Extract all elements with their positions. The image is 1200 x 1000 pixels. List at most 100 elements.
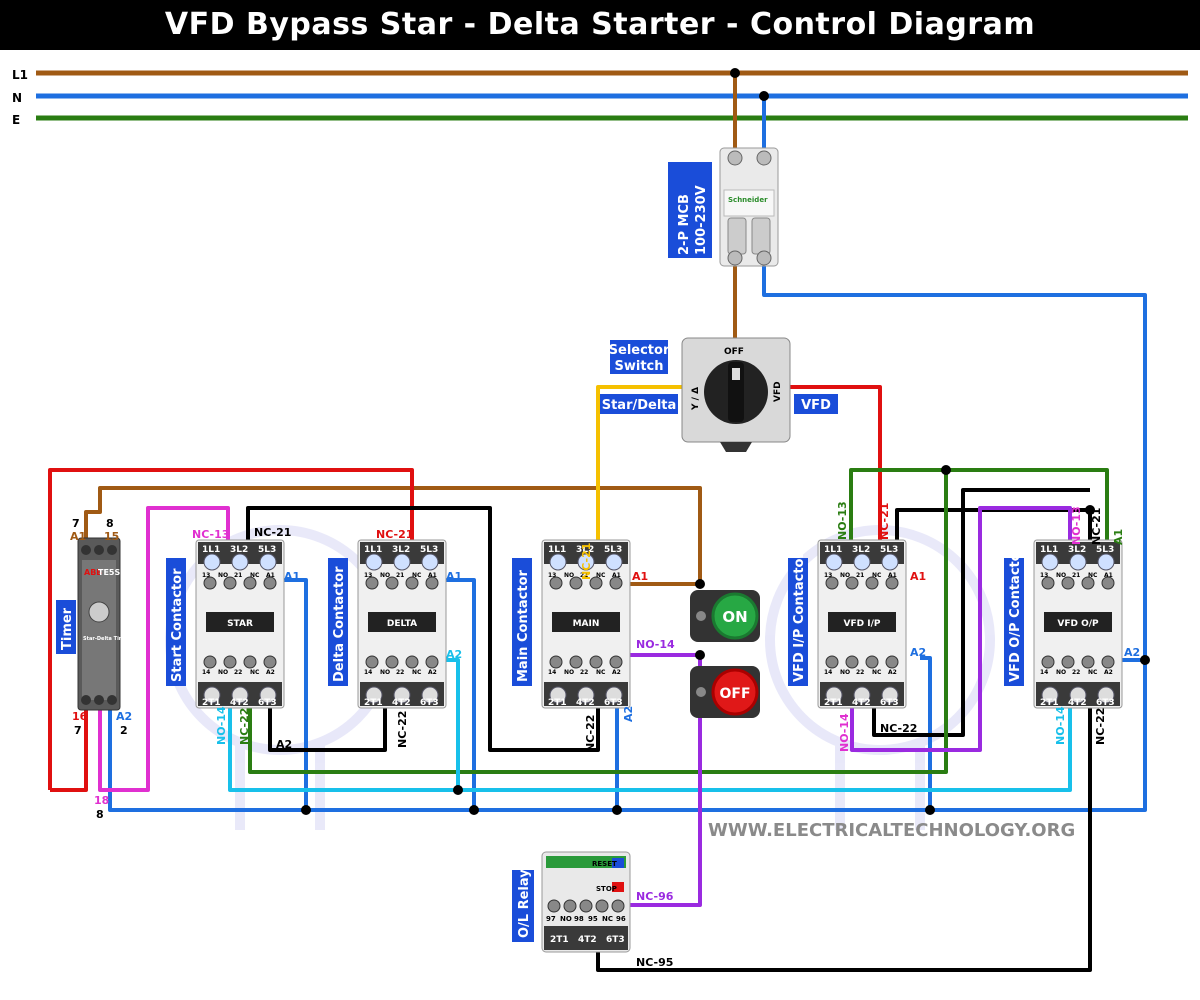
star-a1-label: A1 bbox=[284, 570, 300, 583]
aux-top-label: 21 bbox=[396, 572, 404, 579]
off-push-button[interactable]: OFF bbox=[690, 666, 760, 718]
aux-bottom-label: 22 bbox=[1072, 669, 1080, 676]
on-button-label: ON bbox=[722, 608, 747, 626]
terminal-top-label: 3L2 bbox=[392, 545, 410, 555]
delta-a1-label: A1 bbox=[446, 570, 462, 583]
aux-top-label: NC bbox=[250, 572, 260, 579]
vfdip-no13-label: NO-13 bbox=[836, 501, 849, 540]
aux-bottom-label: A2 bbox=[888, 669, 897, 676]
terminal-bottom-label: 2T1 bbox=[548, 698, 567, 708]
timer-caption: Star-Delta Timer bbox=[83, 636, 130, 642]
terminal-bottom-label: 2T1 bbox=[202, 698, 221, 708]
contactor-tag: VFD I/P Contactor bbox=[792, 552, 807, 682]
vfdip-no14-label: NO-14 bbox=[838, 713, 851, 752]
aux-bottom-label: A2 bbox=[266, 669, 275, 676]
terminal-bottom-label: 4T2 bbox=[1068, 698, 1087, 708]
relay-reset-label: RESET bbox=[592, 860, 617, 868]
aux-bottom-label: NC bbox=[1088, 669, 1098, 676]
line-label-e: E bbox=[12, 113, 20, 127]
timer-model: TE5S bbox=[98, 568, 120, 577]
timer-term-16: 16 bbox=[72, 710, 88, 723]
aux-top-label: NO bbox=[1056, 572, 1066, 579]
terminal-bottom-label: 2T1 bbox=[824, 698, 843, 708]
line-label-n: N bbox=[12, 91, 22, 105]
relay-terminal-label: 98 bbox=[574, 915, 584, 923]
terminal-top-label: 3L2 bbox=[230, 545, 248, 555]
relay-terminal-label: 97 bbox=[546, 915, 556, 923]
aux-top-label: 21 bbox=[856, 572, 864, 579]
terminal-top-label: 5L3 bbox=[880, 545, 898, 555]
selector-star-delta-label: Y / Δ bbox=[691, 387, 701, 411]
vfdip-nc22-label: NC-22 bbox=[880, 722, 917, 735]
aux-top-label: NO bbox=[564, 572, 574, 579]
terminal-top-label: 5L3 bbox=[604, 545, 622, 555]
contactor-tag: Start Contactor bbox=[170, 568, 185, 682]
relay-terminal-label: NO bbox=[560, 915, 572, 923]
timer-term-2: 2 bbox=[120, 724, 128, 737]
timer-term-a2: A2 bbox=[116, 710, 132, 723]
selector-tag-1: Selector bbox=[609, 343, 670, 358]
vfdop-nc21-label: NC-21 bbox=[1090, 508, 1103, 545]
star-no14-label: NO-14 bbox=[215, 706, 228, 745]
contactor-panel-label: MAIN bbox=[573, 619, 600, 629]
aux-bottom-label: NC bbox=[872, 669, 882, 676]
terminal-bottom-label: 4T2 bbox=[230, 698, 249, 708]
terminal-bottom-label: 4T2 bbox=[852, 698, 871, 708]
mcb-label-1: 2-P MCB bbox=[677, 194, 692, 255]
contactor-tag: VFD O/P Contactor bbox=[1008, 545, 1023, 682]
aux-bottom-label: 22 bbox=[396, 669, 404, 676]
relay-terminal-label: 95 bbox=[588, 915, 598, 923]
aux-bottom-label: NO bbox=[1056, 669, 1066, 676]
aux-top-label: NC bbox=[412, 572, 422, 579]
mcb-label-2: 100-230V bbox=[694, 185, 709, 255]
contactor-panel-label: VFD O/P bbox=[1057, 619, 1099, 629]
contactor-labels: NC-13 NC-21 A1 A2 NO-14 NC-22 NC-21 A1 A… bbox=[192, 501, 1140, 752]
terminal-top-label: 1L1 bbox=[824, 545, 842, 555]
aux-top-label: NO bbox=[840, 572, 850, 579]
contactor-panel-label: STAR bbox=[227, 619, 253, 629]
selector-off-label: OFF bbox=[724, 347, 744, 357]
aux-top-label: 21 bbox=[580, 572, 588, 579]
line-label-l1: L1 bbox=[12, 68, 28, 82]
relay-tag: O/L Relay bbox=[517, 869, 532, 938]
aux-top-label: NC bbox=[596, 572, 606, 579]
main-no14-label: NO-14 bbox=[636, 638, 675, 651]
delta-nc21-label: NC-21 bbox=[376, 528, 413, 541]
main-a1-label: A1 bbox=[632, 570, 648, 583]
aux-top-label: A1 bbox=[428, 572, 437, 579]
aux-top-label: 13 bbox=[824, 572, 832, 579]
off-button-label: OFF bbox=[719, 686, 750, 702]
contactor-panel-label: DELTA bbox=[387, 619, 417, 629]
terminal-bottom-label: 6T3 bbox=[1096, 698, 1115, 708]
vfdop-no13-label: NO-13 bbox=[1070, 506, 1083, 545]
contactor-tag: Delta Contactor bbox=[332, 566, 347, 682]
aux-top-label: NO bbox=[218, 572, 228, 579]
vfdop-a2-label: A2 bbox=[1124, 646, 1140, 659]
aux-bottom-label: 14 bbox=[364, 669, 372, 676]
aux-bottom-label: A2 bbox=[428, 669, 437, 676]
aux-top-label: 13 bbox=[364, 572, 372, 579]
aux-bottom-label: NC bbox=[412, 669, 422, 676]
aux-top-label: 13 bbox=[202, 572, 210, 579]
supply-lines: L1 N E bbox=[12, 68, 1188, 127]
vfdop-nc22-label: NC-22 bbox=[1094, 708, 1107, 745]
relay-terminal-label: 96 bbox=[616, 915, 626, 923]
aux-bottom-label: 22 bbox=[856, 669, 864, 676]
star-nc21-label: NC-21 bbox=[254, 526, 291, 539]
main-nc21-label: NC-21 bbox=[580, 543, 593, 580]
relay-bottom-label: 4T2 bbox=[578, 935, 597, 945]
aux-bottom-label: 14 bbox=[824, 669, 832, 676]
terminal-bottom-label: 6T3 bbox=[604, 698, 623, 708]
main-nc22-label: NC-22 bbox=[584, 715, 597, 752]
selector-vfd-tag: VFD bbox=[801, 398, 831, 413]
on-push-button[interactable]: ON bbox=[690, 590, 760, 642]
aux-top-label: 13 bbox=[1040, 572, 1048, 579]
aux-bottom-label: 14 bbox=[202, 669, 210, 676]
aux-bottom-label: NO bbox=[840, 669, 850, 676]
main-a2-label: A2 bbox=[622, 706, 635, 722]
